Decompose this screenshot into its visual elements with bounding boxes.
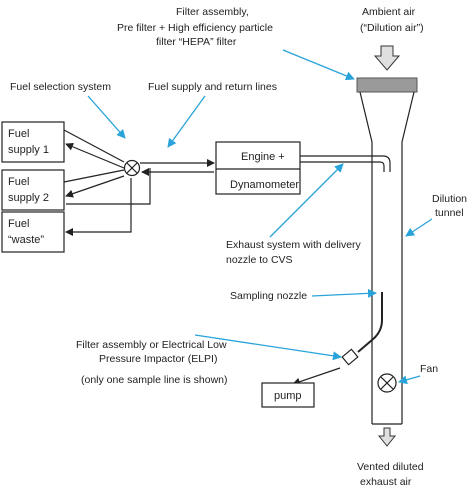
label-fuel-supply-lines: Fuel supply and return lines xyxy=(148,81,277,93)
sampling-line xyxy=(292,292,383,386)
callout-fuel-lines xyxy=(167,95,206,148)
svg-text:Engine +: Engine + xyxy=(241,151,285,163)
fan-symbol xyxy=(377,373,397,393)
svg-text:“waste”: “waste” xyxy=(8,234,44,246)
label-vented-1: Vented diluted xyxy=(357,461,424,473)
svg-text:Fuel: Fuel xyxy=(8,128,29,140)
exhaust-pipe xyxy=(300,155,391,172)
svg-text:Fuel: Fuel xyxy=(8,218,29,230)
callout-fuel-selection xyxy=(87,95,126,139)
label-filter-assembly-2: Pre filter + High efficiency particle xyxy=(117,22,273,34)
filter-elpi-symbol xyxy=(341,348,359,366)
callout-fan xyxy=(398,375,421,385)
svg-text:supply 1: supply 1 xyxy=(8,144,49,156)
label-sampling-nozzle: Sampling nozzle xyxy=(230,290,307,302)
svg-text:supply 2: supply 2 xyxy=(8,192,49,204)
fuel-selection-valve xyxy=(123,159,141,177)
label-dilution: Dilution xyxy=(432,193,467,205)
ambient-air-intake-arrow xyxy=(373,45,401,71)
svg-text:Dynamometer: Dynamometer xyxy=(230,179,299,191)
fuel-lines xyxy=(63,129,151,236)
label-filter-assembly-1: Filter assembly, xyxy=(176,6,249,18)
callout-filter-elpi xyxy=(194,334,342,361)
label-one-sample-line: (only one sample line is shown) xyxy=(81,374,228,386)
label-filter-elpi-1: Filter assembly or Electrical Low xyxy=(76,339,227,351)
svg-text:pump: pump xyxy=(274,390,302,402)
fuel-supply-1-box: Fuel supply 1 xyxy=(1,121,65,163)
engine-dynamometer-box: Engine + Dynamometer xyxy=(215,141,301,195)
callout-exhaust-system xyxy=(269,163,344,238)
pump-box: pump xyxy=(261,382,315,408)
fuel-supply-2-box: Fuel supply 2 xyxy=(1,169,65,211)
label-fuel-selection: Fuel selection system xyxy=(10,81,111,93)
label-exhaust-system-1: Exhaust system with delivery xyxy=(226,239,362,251)
label-dilution-air: (“Dilution air”) xyxy=(360,22,424,34)
fuel-supply-return-lines xyxy=(140,159,215,176)
callout-filter-assembly xyxy=(282,49,355,81)
label-vented-2: exhaust air xyxy=(360,476,412,488)
callout-arrows xyxy=(87,49,433,385)
label-exhaust-system-2: nozzle to CVS xyxy=(226,254,293,266)
label-filter-assembly-3: filter “HEPA” filter xyxy=(156,36,237,48)
label-tunnel: tunnel xyxy=(435,207,464,219)
vented-outlet-arrow xyxy=(377,427,397,447)
label-filter-elpi-2: Pressure Impactor (ELPI) xyxy=(99,353,217,365)
callout-dilution-tunnel xyxy=(405,218,433,237)
svg-text:Fuel: Fuel xyxy=(8,176,29,188)
callout-sampling-nozzle xyxy=(311,288,377,298)
label-fan: Fan xyxy=(420,363,438,375)
label-ambient-air: Ambient air xyxy=(362,6,416,18)
fuel-waste-box: Fuel “waste” xyxy=(1,211,65,253)
hepa-filter-cap xyxy=(356,77,418,93)
dilution-tunnel xyxy=(356,77,418,425)
